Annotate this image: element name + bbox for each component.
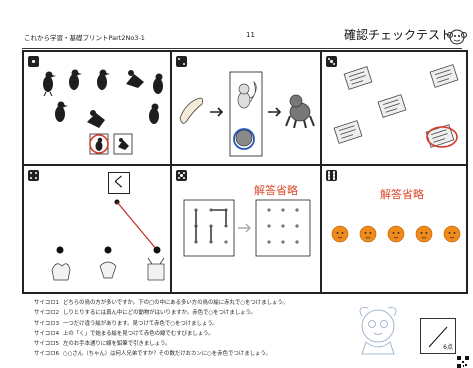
dice-4-icon (28, 170, 39, 181)
worksheet-header: これから学習・基礎プリントPart2No3-1 11 確認チェックテスト (22, 26, 467, 49)
score-box[interactable]: 6点 (420, 318, 456, 354)
paper-items-illustration (333, 64, 459, 148)
shiritori-illustration (179, 71, 315, 157)
dice-5-icon (176, 170, 187, 181)
score-denominator: 6点 (443, 344, 453, 351)
dice-6-icon (326, 170, 337, 181)
score-slash (428, 326, 448, 348)
question-1-birds (24, 52, 170, 164)
answer-omitted-label: 解答省略 (380, 188, 424, 201)
question-grid: く 解答省略 (22, 50, 468, 294)
tracing-illustration (183, 199, 311, 257)
worksheet-page: これから学習・基礎プリントPart2No3-1 11 確認チェックテスト (10, 16, 469, 368)
question-6-oranges: 解答省略 (322, 166, 468, 292)
series-title: これから学習・基礎プリントPart2No3-1 (24, 34, 145, 42)
question-4-ku-matching: く (24, 166, 170, 292)
page-number: 11 (246, 31, 255, 39)
ku-kana-box: く (108, 172, 130, 194)
dice-2-icon (176, 56, 187, 67)
answer-omitted-label: 解答省略 (254, 184, 298, 197)
birds-illustration (43, 69, 163, 155)
ku-kana: く (112, 175, 126, 191)
check-test-title: 確認チェックテスト (344, 28, 453, 42)
question-3-odd-one-out (322, 52, 468, 164)
matching-illustration (51, 199, 165, 281)
dice-1-icon (28, 56, 39, 67)
question-5-line-tracing: 解答省略 (172, 166, 320, 292)
monkey-logo-icon (447, 29, 467, 45)
oranges-illustration (331, 225, 461, 243)
mascot-illustration (359, 307, 397, 355)
dice-3-icon (326, 56, 337, 67)
question-2-shiritori (172, 52, 320, 164)
instruction-6: サイコロ6○○さん（ちゃん）は何人兄弟ですか？その数だけおカンに○を赤色でつけま… (34, 351, 271, 358)
